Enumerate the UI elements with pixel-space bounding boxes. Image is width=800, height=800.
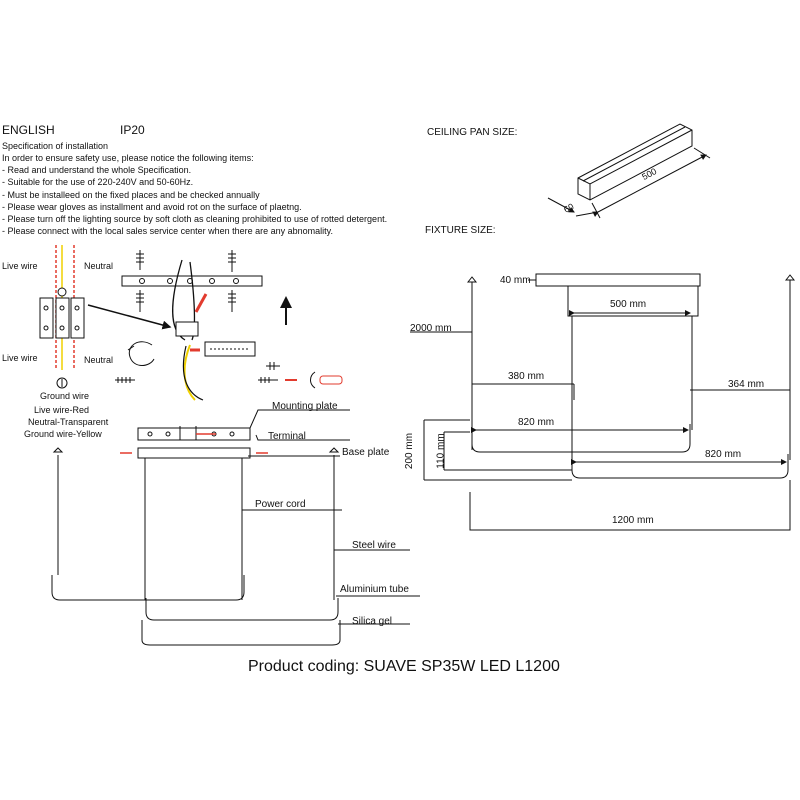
dim-40: 40 mm bbox=[500, 275, 531, 286]
spec-line: In order to ensure safety use, please no… bbox=[2, 153, 254, 163]
dim-380: 380 mm bbox=[508, 371, 545, 382]
silica-gel-label: Silica gel bbox=[352, 616, 393, 627]
ceiling-pan-title: CEILING PAN SIZE: bbox=[427, 127, 518, 138]
fixture-assembly-sketch bbox=[51, 409, 420, 646]
dim-1200: 1200 mm bbox=[612, 515, 654, 526]
spec-line: - Please turn off the lighting source by… bbox=[2, 214, 388, 224]
aluminium-tube-label: Aluminium tube bbox=[340, 584, 409, 595]
language-label: ENGLISH bbox=[2, 123, 55, 137]
spec-line: - Must be installeed on the fixed places… bbox=[2, 189, 260, 200]
terminal-label: Terminal bbox=[268, 431, 306, 442]
wire-legend-live: Live wire-Red bbox=[34, 405, 90, 415]
dim-110: 110 mm bbox=[435, 433, 447, 469]
dim-820-bottom: 820 mm bbox=[705, 449, 742, 460]
terminal-block-icon bbox=[39, 287, 85, 339]
dim-364: 364 mm bbox=[728, 379, 765, 390]
dim-820-top: 820 mm bbox=[518, 417, 555, 428]
spec-line: - Please wear gloves as installment and … bbox=[2, 201, 302, 212]
dim-500: 500 mm bbox=[610, 299, 647, 310]
fixture-size-title: FIXTURE SIZE: bbox=[425, 225, 496, 236]
dim-2000: 2000 mm bbox=[410, 323, 452, 334]
base-plate-label: Base plate bbox=[342, 447, 390, 458]
wire-legend-neutral: Neutral-Transparent bbox=[28, 417, 109, 427]
spec-title: Specification of installation bbox=[2, 141, 109, 151]
mounting-plate-label: Mounting plate bbox=[272, 401, 338, 412]
spec-line: - Please connect with the local sales se… bbox=[2, 226, 334, 237]
fixture-size-drawing bbox=[410, 273, 796, 531]
dim-200: 200 mm bbox=[404, 432, 416, 470]
spec-line: - Read and understand the whole Specific… bbox=[2, 165, 192, 176]
wire-legend-ground: Ground wire-Yellow bbox=[24, 429, 102, 439]
mounting-sketch bbox=[87, 250, 343, 401]
spec-line: - Suitable for the use of 220-240V and 5… bbox=[2, 177, 194, 188]
live-wire-label-bottom: Live wire bbox=[2, 353, 38, 363]
neutral-label-bottom: Neutral bbox=[84, 355, 114, 365]
ceiling-pan-sketch bbox=[547, 123, 711, 219]
ground-symbol-icon bbox=[56, 377, 68, 389]
product-coding: Product coding: SUAVE SP35W LED L1200 bbox=[248, 658, 560, 675]
steel-wire-label: Steel wire bbox=[352, 540, 396, 551]
ground-wire-label: Ground wire bbox=[40, 391, 90, 401]
neutral-label-top: Neutral bbox=[84, 261, 114, 271]
power-cord-label: Power cord bbox=[255, 499, 306, 510]
ip-rating-label: IP20 bbox=[120, 123, 145, 137]
live-wire-label-top: Live wire bbox=[2, 261, 38, 271]
